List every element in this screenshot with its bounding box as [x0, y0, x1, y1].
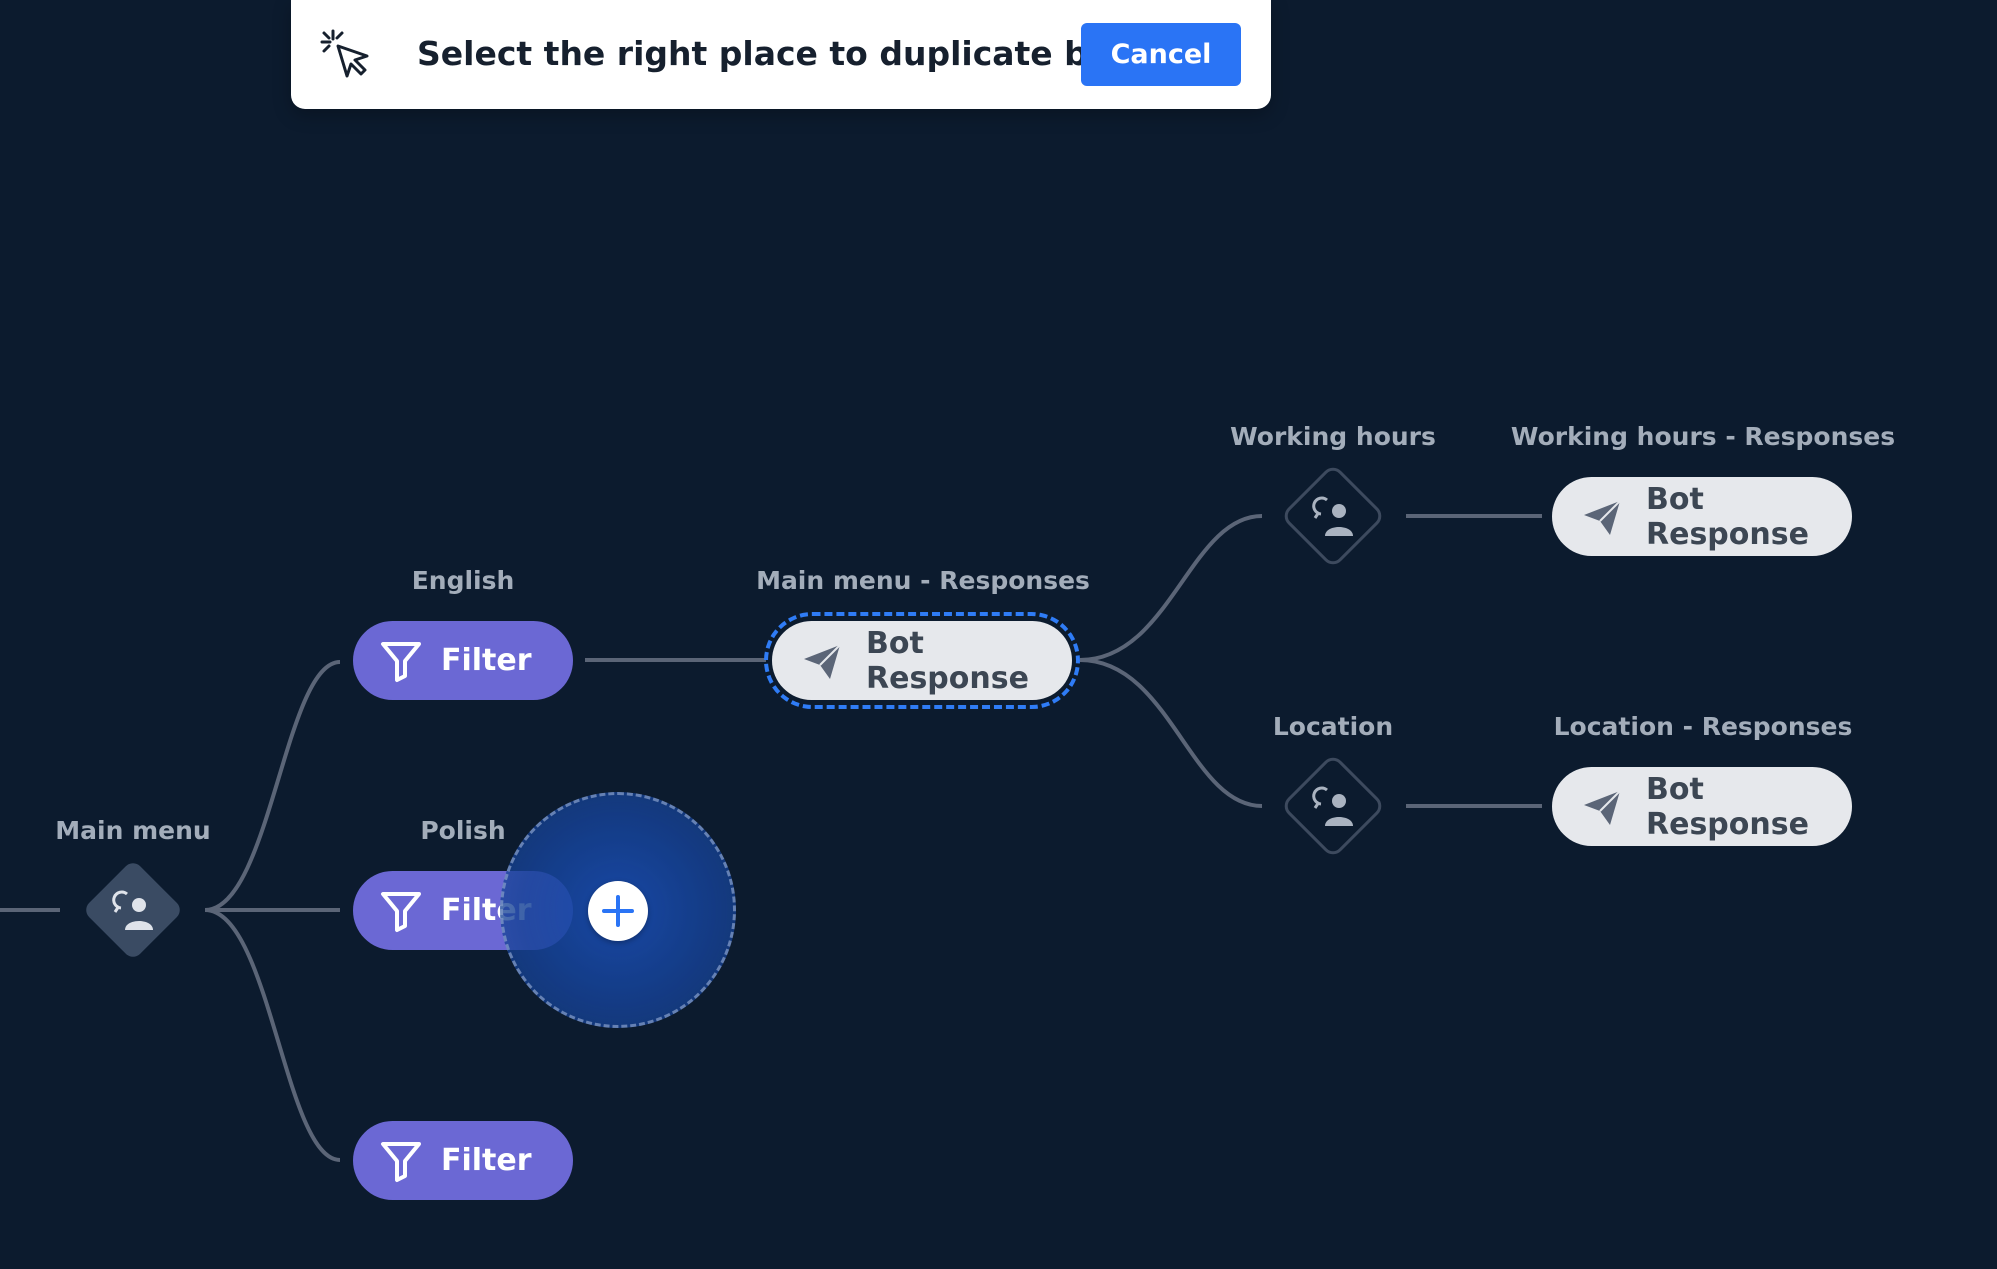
bot-response-node-location[interactable]: Bot Response [1552, 767, 1852, 846]
filter-node-label: Filter [441, 643, 532, 678]
toolbar-message: Select the right place to duplicate bloc… [417, 34, 1183, 73]
polish-label: Polish [420, 816, 506, 845]
main-menu-label: Main menu [55, 816, 211, 845]
paper-plane-icon [1584, 499, 1621, 535]
main-menu-responses-label: Main menu - Responses [756, 566, 1090, 595]
english-label: English [411, 566, 515, 595]
add-here-button[interactable] [588, 881, 648, 941]
bot-response-node-main-menu[interactable]: Bot Response [772, 621, 1072, 700]
location-node[interactable] [1277, 750, 1389, 862]
working-hours-responses-label: Working hours - Responses [1510, 422, 1896, 451]
filter-icon [381, 641, 421, 682]
duplicate-toolbar: Select the right place to duplicate bloc… [291, 0, 1271, 109]
filter-node-label: Filter [441, 1143, 532, 1178]
connector-responses-to-working-hours [1079, 514, 1263, 662]
filter-node-english[interactable]: Filter [353, 621, 573, 700]
connector-main-to-english [204, 660, 341, 912]
paper-plane-icon [804, 643, 841, 679]
selected-node-outline [764, 612, 1080, 709]
cancel-button[interactable]: Cancel [1081, 23, 1241, 86]
paper-plane-icon [1584, 789, 1621, 825]
bot-response-label: Bot Response [1646, 481, 1809, 552]
bot-response-label: Bot Response [1646, 771, 1809, 842]
chat-user-icon [1284, 467, 1382, 565]
filter-node-third[interactable]: Filter [353, 1121, 573, 1200]
main-menu-node[interactable] [77, 854, 189, 966]
chat-user-icon [1284, 757, 1382, 855]
connector-main-to-filter3 [204, 908, 341, 1162]
bot-response-label: Bot Response [866, 625, 1029, 696]
working-hours-label: Working hours [1230, 422, 1436, 451]
working-hours-node[interactable] [1277, 460, 1389, 572]
location-label: Location [1272, 712, 1394, 741]
chat-user-icon [86, 863, 180, 957]
plus-icon [602, 895, 634, 927]
location-responses-label: Location - Responses [1553, 712, 1853, 741]
cursor-click-icon [320, 29, 369, 78]
filter-icon [381, 891, 421, 932]
connector-responses-to-location [1079, 658, 1263, 808]
filter-icon [381, 1141, 421, 1182]
bot-response-node-working-hours[interactable]: Bot Response [1552, 477, 1852, 556]
